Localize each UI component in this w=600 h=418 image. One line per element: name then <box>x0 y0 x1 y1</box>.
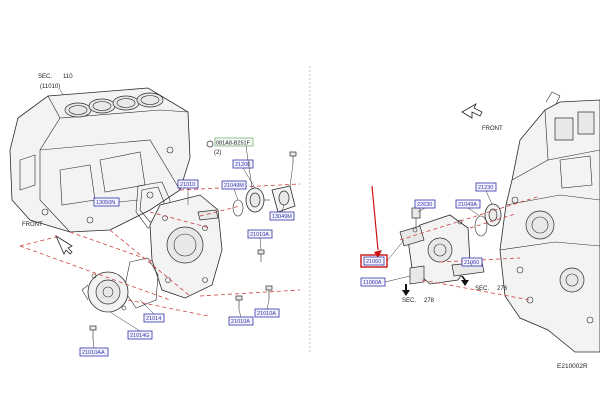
svg-text:21049M: 21049M <box>224 183 244 189</box>
svg-text:13050N: 13050N <box>96 200 115 206</box>
engine-block-right <box>499 91 600 353</box>
callout[interactable]: 21230 <box>475 182 497 192</box>
leaders-left <box>92 145 294 349</box>
callout[interactable]: 21014 <box>143 313 165 323</box>
callout[interactable]: 21010AA <box>79 347 109 357</box>
svg-text:22630: 22630 <box>417 202 432 208</box>
arrow-down-icon <box>461 276 469 286</box>
callout[interactable]: 21014G <box>127 330 153 340</box>
thermostat-cover <box>271 185 296 213</box>
bolt-icon <box>289 151 297 164</box>
svg-text:21010A: 21010A <box>231 319 250 325</box>
callout-highlighted[interactable]: 21060 <box>360 254 388 268</box>
temperature-sensor <box>411 207 421 228</box>
front-label-right: FRONT <box>482 126 503 132</box>
svg-text:21200: 21200 <box>235 162 250 168</box>
dashed-leaders-right <box>399 195 541 301</box>
front-label-left: FRONT <box>22 222 43 228</box>
thermostat <box>484 203 502 227</box>
thermostat <box>245 187 270 213</box>
svg-text:21010AA: 21010AA <box>82 350 105 356</box>
highlight-arrow-icon <box>371 185 382 258</box>
svg-text:13049M: 13049M <box>272 214 292 220</box>
svg-text:21230: 21230 <box>478 185 493 191</box>
callout[interactable]: 13050N <box>93 197 120 207</box>
bolt-icon <box>235 295 243 310</box>
callout[interactable]: 21010 <box>177 179 199 189</box>
callout[interactable]: 21010A <box>254 308 280 318</box>
sec-label-right-1: SEC. <box>402 298 416 304</box>
cylinder-block <box>9 87 191 233</box>
bolt-icon <box>265 285 273 300</box>
leaders-right <box>384 190 493 283</box>
callout[interactable]: 13049M <box>269 211 295 221</box>
bolt-icon <box>257 249 265 262</box>
callout[interactable]: 21010A <box>247 229 273 239</box>
fastener-qty: (2) <box>214 150 221 156</box>
sec-number-right-2[interactable]: 278 <box>497 286 508 292</box>
front-arrow-right-icon <box>461 102 483 119</box>
sec-number-right-1[interactable]: 278 <box>424 298 435 304</box>
bolt-icon <box>89 325 97 340</box>
front-arrow-left-icon <box>55 234 73 255</box>
callout[interactable]: 21049A <box>455 199 481 209</box>
callout[interactable]: 21200 <box>232 159 254 169</box>
svg-text:21010A: 21010A <box>250 232 269 238</box>
svg-text:21049A: 21049A <box>458 202 477 208</box>
callout[interactable]: 11060A <box>360 277 386 287</box>
callout[interactable]: 22630 <box>414 199 436 209</box>
svg-text:21060: 21060 <box>366 259 381 265</box>
sec-number-left[interactable]: 110 <box>63 74 73 80</box>
sec-label-left: SEC. <box>38 74 52 80</box>
svg-text:21014: 21014 <box>146 316 161 322</box>
water-pump <box>81 271 129 313</box>
svg-text:21010A: 21010A <box>257 311 276 317</box>
right-panel: FRONT <box>360 91 600 370</box>
thermostat-housing <box>399 214 485 285</box>
fastener-icon <box>206 140 214 148</box>
callout[interactable]: 21060 <box>461 257 483 267</box>
fastener-code-box[interactable] <box>214 137 254 147</box>
o-ring <box>474 215 488 237</box>
o-ring <box>232 199 244 217</box>
sec-label-right-2: SEC. <box>475 286 489 292</box>
fastener-code: 081A8-B251F <box>216 141 251 147</box>
svg-text:11060A: 11060A <box>363 280 382 286</box>
svg-text:21010: 21010 <box>180 182 195 188</box>
sec-part-left: (11010) <box>40 84 60 90</box>
svg-text:21014G: 21014G <box>130 333 150 339</box>
left-panel: SEC. 110 (11010) FRONT <box>9 74 301 357</box>
pump-housing <box>149 194 223 299</box>
svg-text:21060: 21060 <box>464 260 479 266</box>
dashed-leaders-left <box>19 183 301 317</box>
figure-code: E210002R <box>557 363 588 370</box>
arrow-down-icon <box>402 284 410 296</box>
callout[interactable]: 21010A <box>228 316 254 326</box>
callout[interactable]: 21049M <box>221 180 247 190</box>
